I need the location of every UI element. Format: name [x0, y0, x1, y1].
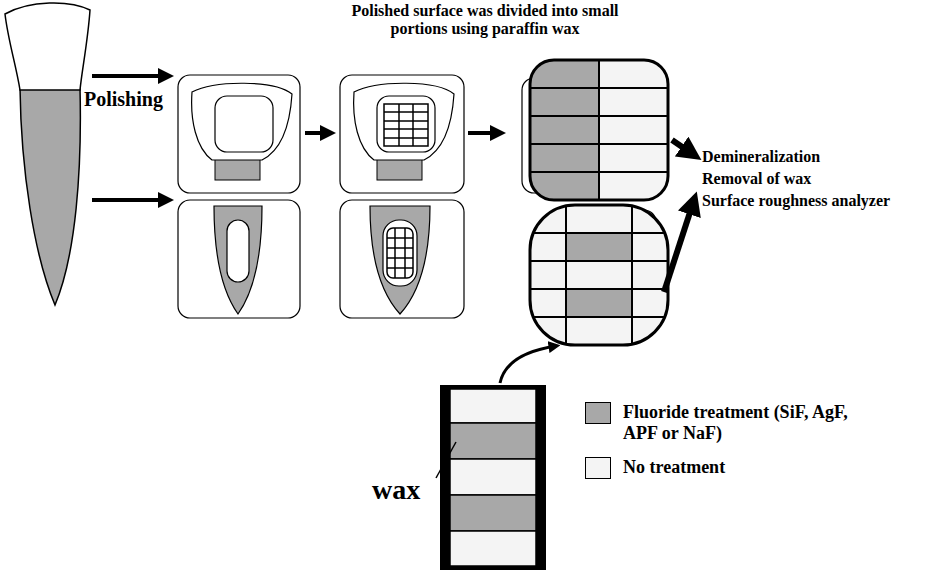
legend-text: No treatment [623, 457, 863, 478]
step-label: Removal of wax [702, 170, 811, 188]
step-label: Polishing [84, 88, 163, 111]
part-label: wax [372, 474, 420, 506]
step-label: Surface roughness analyzer [702, 192, 890, 210]
legend-swatch [585, 457, 611, 479]
legend-text: Fluoride treatment (SiF, AgF, APF or NaF… [623, 402, 863, 443]
legend-row: Fluoride treatment (SiF, AgF, APF or NaF… [585, 402, 863, 443]
legend-row: No treatment [585, 457, 863, 479]
legend-swatch [585, 402, 611, 424]
note-text: Polished surface was divided into small … [330, 2, 640, 39]
step-label: Demineralization [702, 148, 820, 166]
